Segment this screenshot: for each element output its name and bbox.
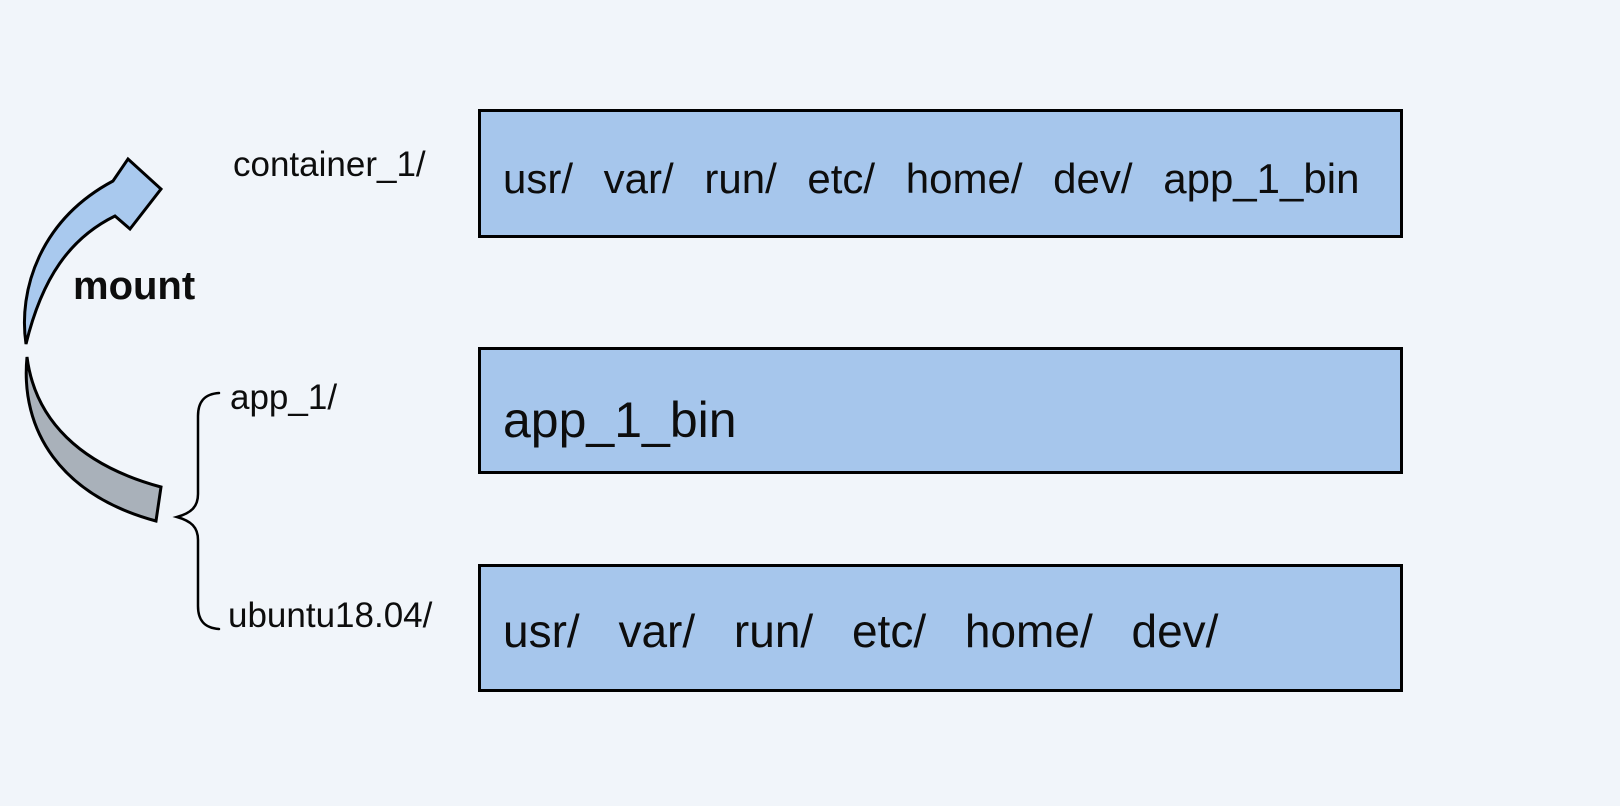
mount-arrow-bottom-icon [24,356,163,523]
row-label-ubuntu18-04: ubuntu18.04/ [228,596,433,635]
row-label-app-1: app_1/ [230,378,338,417]
row-label-container-1: container_1/ [233,145,426,184]
mount-label: mount [73,264,196,308]
filesystem-box-container-1: usr/ var/ run/ etc/ home/ dev/ app_1_bin [478,109,1403,238]
curly-brace-icon [172,391,221,631]
filesystem-box-app-1: app_1_bin [478,347,1403,474]
filesystem-box-ubuntu18-04: usr/ var/ run/ etc/ home/ dev/ [478,564,1403,692]
mount-arrow-top-icon [22,156,164,345]
